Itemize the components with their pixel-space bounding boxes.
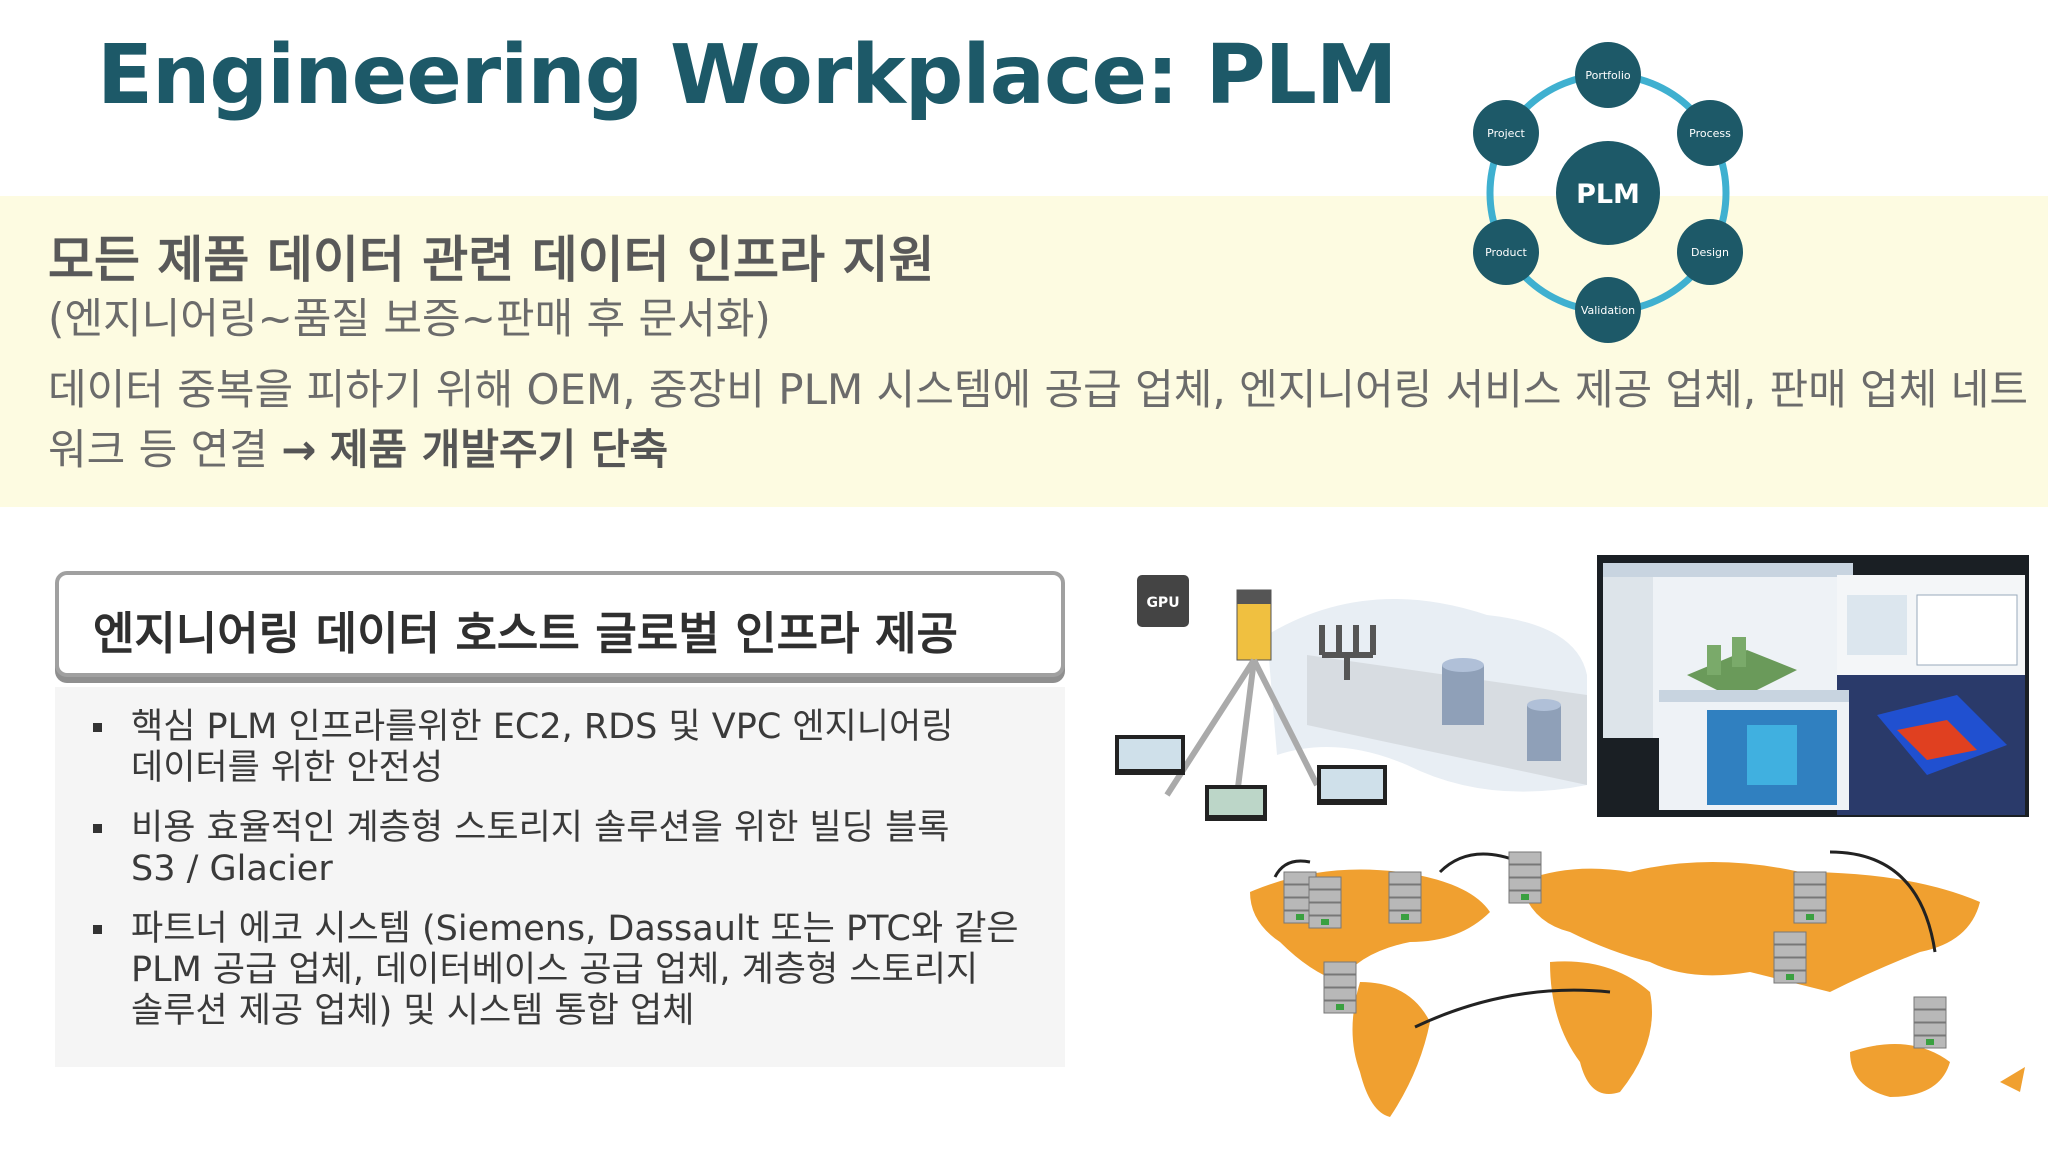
bullet-item: 파트너 에코 시스템 (Siemens, Dassault 또는 PTC와 같은… xyxy=(55,909,1051,1032)
plm-node-process xyxy=(1677,100,1743,166)
storage-icon xyxy=(1527,699,1561,761)
gpu-label: GPU xyxy=(1146,595,1179,611)
bullet-line: 비용 효율적인 계층형 스토리지 솔루션을 위한 빌딩 블록 xyxy=(131,808,950,848)
infra-box-title: 엔지니어링 데이터 호스트 글로벌 인프라 제공 xyxy=(55,571,1065,677)
plm-node-label: Process xyxy=(1689,127,1731,140)
plm-node-label: Project xyxy=(1487,127,1525,140)
plm-node-project xyxy=(1473,100,1539,166)
plm-node-portfolio xyxy=(1575,42,1641,108)
plm-node-design xyxy=(1677,219,1743,285)
bullet-marker-icon xyxy=(93,723,102,732)
hpc-workflow-image: GPU xyxy=(1107,555,1592,840)
server-stack-icon xyxy=(1773,931,1807,984)
server-stack-icon xyxy=(1388,871,1422,924)
workstation-icons xyxy=(1115,735,1387,821)
plm-center-node xyxy=(1556,141,1660,245)
bullet-line: S3 / Glacier xyxy=(131,849,333,889)
plm-node-validation xyxy=(1575,277,1641,343)
server-stack-icon xyxy=(1913,996,1947,1049)
server-stack-icon xyxy=(1308,876,1342,929)
plm-node-label: Product xyxy=(1485,246,1527,259)
gpu-icon xyxy=(1137,575,1189,627)
bullet-marker-icon xyxy=(93,925,102,934)
bullet-marker-icon xyxy=(93,824,102,833)
band-body-text: 데이터 중복을 피하기 위해 OEM, 중장비 PLM 시스템에 공급 업체, … xyxy=(48,365,2029,474)
cae-software-screenshot xyxy=(1597,555,2029,817)
world-map-land xyxy=(1250,862,2025,1117)
bullet-line: 파트너 에코 시스템 (Siemens, Dassault 또는 PTC와 같은 xyxy=(131,909,1019,949)
bullet-line: PLM 공급 업체, 데이터베이스 공급 업체, 계층형 스토리지 xyxy=(131,950,979,990)
band-headline: 모든 제품 데이터 관련 데이터 인프라 지원 xyxy=(48,231,935,289)
global-infrastructure-map xyxy=(1250,850,2025,1117)
plm-node-label: Portfolio xyxy=(1585,69,1631,82)
band-emphasis: 제품 개발주기 단축 xyxy=(329,425,669,474)
plm-center-label: PLM xyxy=(1576,179,1640,210)
cluster-icon xyxy=(1319,625,1376,680)
arrow-icon: → xyxy=(281,425,317,474)
server-stack-icon xyxy=(1508,851,1542,904)
bullet-line: 솔루션 제공 업체) 및 시스템 통합 업체 xyxy=(131,991,695,1031)
bullet-line: 데이터를 위한 안전성 xyxy=(131,748,444,788)
database-icon xyxy=(1442,658,1484,725)
server-stack-icon xyxy=(1793,871,1827,924)
plm-node-label: Design xyxy=(1691,246,1729,259)
plm-node-label: Validation xyxy=(1581,304,1635,317)
page-title: Engineering Workplace: PLM xyxy=(97,28,1397,123)
plm-node-product xyxy=(1473,219,1539,285)
server-stacks xyxy=(1283,851,1947,1049)
bullet-line: 핵심 PLM 인프라를위한 EC2, RDS 및 VPC 엔지니어링 xyxy=(131,707,954,747)
infra-box-title-text: 엔지니어링 데이터 호스트 글로벌 인프라 제공 xyxy=(93,607,958,660)
server-stack-icon xyxy=(1323,961,1357,1014)
band-subline: (엔지니어링~품질 보증~판매 후 문서화) xyxy=(48,294,771,343)
band-body: 데이터 중복을 피하기 위해 OEM, 중장비 PLM 시스템에 공급 업체, … xyxy=(48,360,2038,480)
